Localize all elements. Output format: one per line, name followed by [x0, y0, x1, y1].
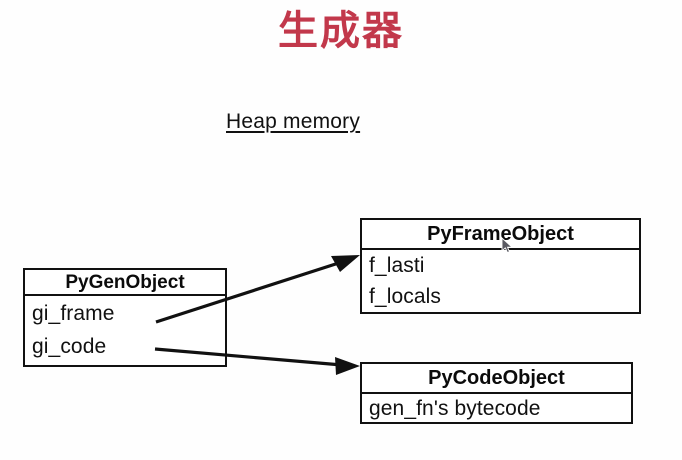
struct-box-pygenobject: PyGenObject gi_frame gi_code [23, 268, 227, 367]
mouse-pointer-icon [501, 237, 514, 254]
page-title: 生成器 [278, 9, 404, 53]
struct-title-pygenobject: PyGenObject [25, 270, 225, 296]
struct-field-gi-frame: gi_frame [32, 302, 115, 325]
struct-field-gen-fn-bytecode: gen_fn's bytecode [369, 397, 541, 420]
struct-field-f-lasti: f_lasti [369, 254, 425, 277]
struct-field-list-pygenobject: gi_frame gi_code [25, 296, 225, 363]
heap-memory-label: Heap memory [226, 110, 361, 133]
struct-field-f-locals: f_locals [369, 285, 442, 308]
struct-box-pyframeobject: PyFrameObject f_lasti f_locals [360, 218, 641, 314]
struct-box-pycodeobject: PyCodeObject gen_fn's bytecode [360, 362, 633, 424]
struct-field-gi-code: gi_code [32, 335, 107, 358]
struct-field-list-pycodeobject: gen_fn's bytecode [362, 394, 631, 424]
struct-title-pycodeobject: PyCodeObject [362, 364, 631, 394]
struct-title-pyframeobject: PyFrameObject [362, 220, 639, 250]
struct-field-list-pyframeobject: f_lasti f_locals [362, 250, 639, 312]
